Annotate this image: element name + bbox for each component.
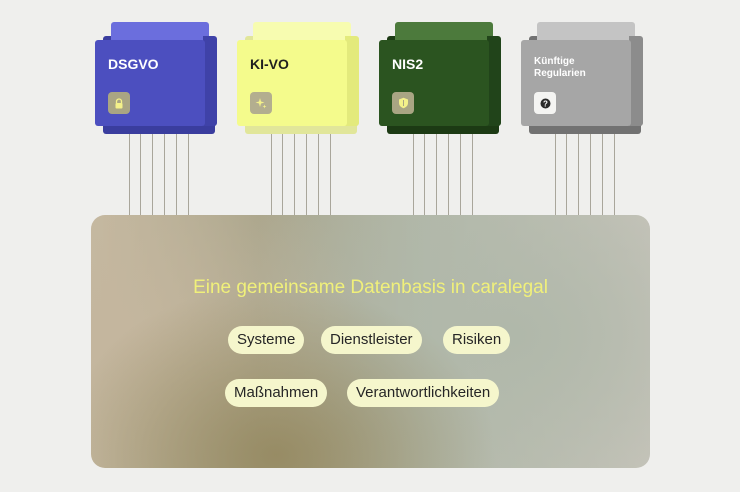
database-title: Eine gemeinsame Datenbasis in caralegal	[193, 277, 548, 298]
tag-systeme: Systeme	[228, 326, 305, 354]
chip-face: Künftige Regularien ?	[521, 40, 631, 126]
connector-wires-ki-vo	[271, 134, 333, 216]
question-icon: ?	[534, 92, 556, 114]
tag-dienstleister: Dienstleister	[321, 326, 422, 354]
chip-side	[487, 36, 501, 126]
tag-verantwortlichkeiten: Verantwortlichkeiten	[347, 379, 500, 407]
connector-wires-dsgvo	[129, 134, 191, 216]
shield-icon	[392, 92, 414, 114]
module-label: KI-VO	[250, 56, 289, 72]
chip-face: KI-VO	[237, 40, 347, 126]
chip-side	[629, 36, 643, 126]
module-label: NIS2	[392, 56, 424, 72]
chip-side	[345, 36, 359, 126]
module-kuenftige-regularien: Künftige Regularien ?	[521, 22, 643, 134]
svg-text:?: ?	[543, 99, 548, 108]
chip-face: NIS2	[379, 40, 489, 126]
module-nis2: NIS2	[379, 22, 501, 134]
chip-face: DSGVO	[95, 40, 205, 126]
shared-database-panel: Eine gemeinsame Datenbasis in caralegal …	[91, 215, 650, 468]
module-label: DSGVO	[108, 56, 159, 72]
module-ki-vo: KI-VO	[237, 22, 359, 134]
chip-side	[203, 36, 217, 126]
module-label: Künftige Regularien	[534, 56, 586, 79]
tag-risiken: Risiken	[443, 326, 511, 354]
connector-wires-kuenftige-regularien	[555, 134, 617, 216]
connector-wires-nis2	[413, 134, 475, 216]
module-dsgvo: DSGVO	[95, 22, 217, 134]
lock-icon	[108, 92, 130, 114]
sparkle-icon	[250, 92, 272, 114]
tag-massnahmen: Maßnahmen	[225, 379, 328, 407]
